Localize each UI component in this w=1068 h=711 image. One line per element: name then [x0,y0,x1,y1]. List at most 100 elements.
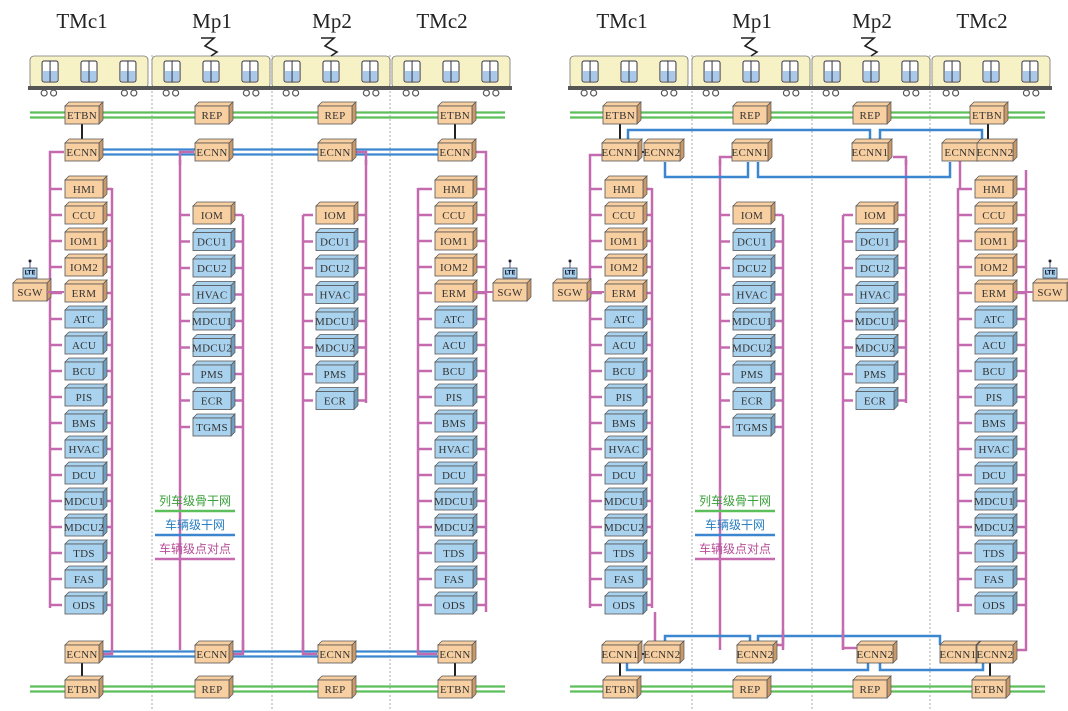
device-label: DCU1 [737,237,767,249]
top-ecnn-box: ECNN [317,138,357,162]
car-title-tmc1: TMc1 [596,9,647,33]
device-ccu: CCU [64,201,108,225]
box-side-face [770,360,776,384]
box-front-face [437,105,473,125]
box-side-face [472,331,478,355]
wheel-icon [242,89,250,97]
box-side-face [230,386,236,411]
box-side-face [642,201,648,225]
box-side-face [526,278,532,302]
device-label: ECNN1 [940,649,977,661]
box-side-face [46,278,52,302]
device-label: IOM [324,210,346,222]
bottom-ecnn2-box: ECNN2 [856,640,898,664]
wheel-icon [1022,89,1031,97]
device-atc: ATC [434,305,478,329]
box-front-face [64,309,104,329]
box-top-face [317,640,357,646]
box-front-face [64,517,104,537]
tmc1-device-column: HMICCUIOM1IOM2ERMATCACUBCUPISBMSHVACDCUM… [50,175,112,615]
box-side-face [642,539,648,563]
top-ecnn-box: ECNN [437,138,477,162]
wheel-icon [120,89,129,97]
wheel-icon [951,89,960,97]
connector-line [893,155,908,165]
box-side-face [893,227,899,252]
car-door-icon [943,60,961,83]
box-side-face [1012,591,1018,615]
device-label: ACU [612,340,636,352]
box-side-face [642,591,648,615]
box-top-face [64,513,108,519]
tmc2-device-column: HMICCUIOM1IOM2ERMATCACUBCUPISBMSHVACDCUM… [418,175,486,615]
box-top-face [1032,278,1068,284]
device-label: ECNN2 [737,649,774,661]
device-dcu2: DCU2 [315,254,359,278]
box-front-face [974,569,1014,589]
box-front-face [64,679,100,699]
box-top-face [192,360,236,366]
box-side-face [472,305,478,329]
device-mdcu2: MDCU2 [855,333,899,358]
device-iom: IOM [732,201,776,225]
box-top-face [434,227,478,233]
box-front-face [852,105,888,125]
wheel-icon [702,89,710,97]
box-top-face [851,138,893,144]
device-label: MDCU2 [855,343,895,355]
bottom-ecnn1-box: ECNN1 [601,640,643,664]
device-label: CCU [612,210,636,222]
device-label: ERM [612,288,637,300]
device-iom: IOM [315,201,359,225]
device-label: IOM [864,210,886,222]
device-label: ERM [982,288,1007,300]
pantograph-icon [861,37,879,57]
box-top-face [604,383,648,389]
box-front-face [974,309,1014,329]
device-pms: PMS [192,360,236,384]
device-label: DCU [982,470,1006,482]
box-front-face [851,142,889,162]
device-label: HMI [983,184,1005,196]
box-side-face [770,227,776,252]
car-door-icon [982,60,1000,83]
car-title-tmc2: TMc2 [956,9,1007,33]
box-side-face [770,201,776,225]
box-front-face [974,387,1014,407]
device-bms: BMS [974,409,1018,433]
device-tds: TDS [64,539,108,563]
box-side-face [102,357,108,381]
box-front-face [604,361,644,381]
box-front-face [192,391,232,410]
box-top-face [852,101,892,107]
device-label: ETBN [605,110,635,122]
box-front-face [974,491,1014,511]
bottom-ecnn2-box: ECNN2 [643,640,685,664]
sgw-box: SGW [1032,278,1068,302]
box-side-face [351,101,357,125]
device-ecr: ECR [315,386,359,411]
device-label: ODS [613,600,636,612]
sgw-box: SGW [12,278,52,302]
device-dcu: DCU [974,461,1018,485]
device-tds: TDS [604,539,648,563]
device-label: ACU [982,340,1006,352]
antenna-icon [508,259,512,263]
box-front-face [434,205,474,225]
car-door-icon [241,60,259,83]
top-rep-box: REP [732,101,772,125]
device-label: HMI [443,184,465,196]
device-label: MDCU2 [732,343,772,355]
box-top-face [604,435,648,441]
car-door-icon [862,60,880,83]
device-dcu1: DCU1 [855,227,899,252]
box-top-face [601,138,643,144]
wheel-icon [362,89,370,97]
device-label: REP [201,684,222,696]
box-side-face [98,138,104,162]
device-label: HVAC [197,290,228,302]
legend-item-label: 车辆级干网 [165,517,225,532]
box-side-face [102,331,108,355]
box-top-face [732,281,776,286]
